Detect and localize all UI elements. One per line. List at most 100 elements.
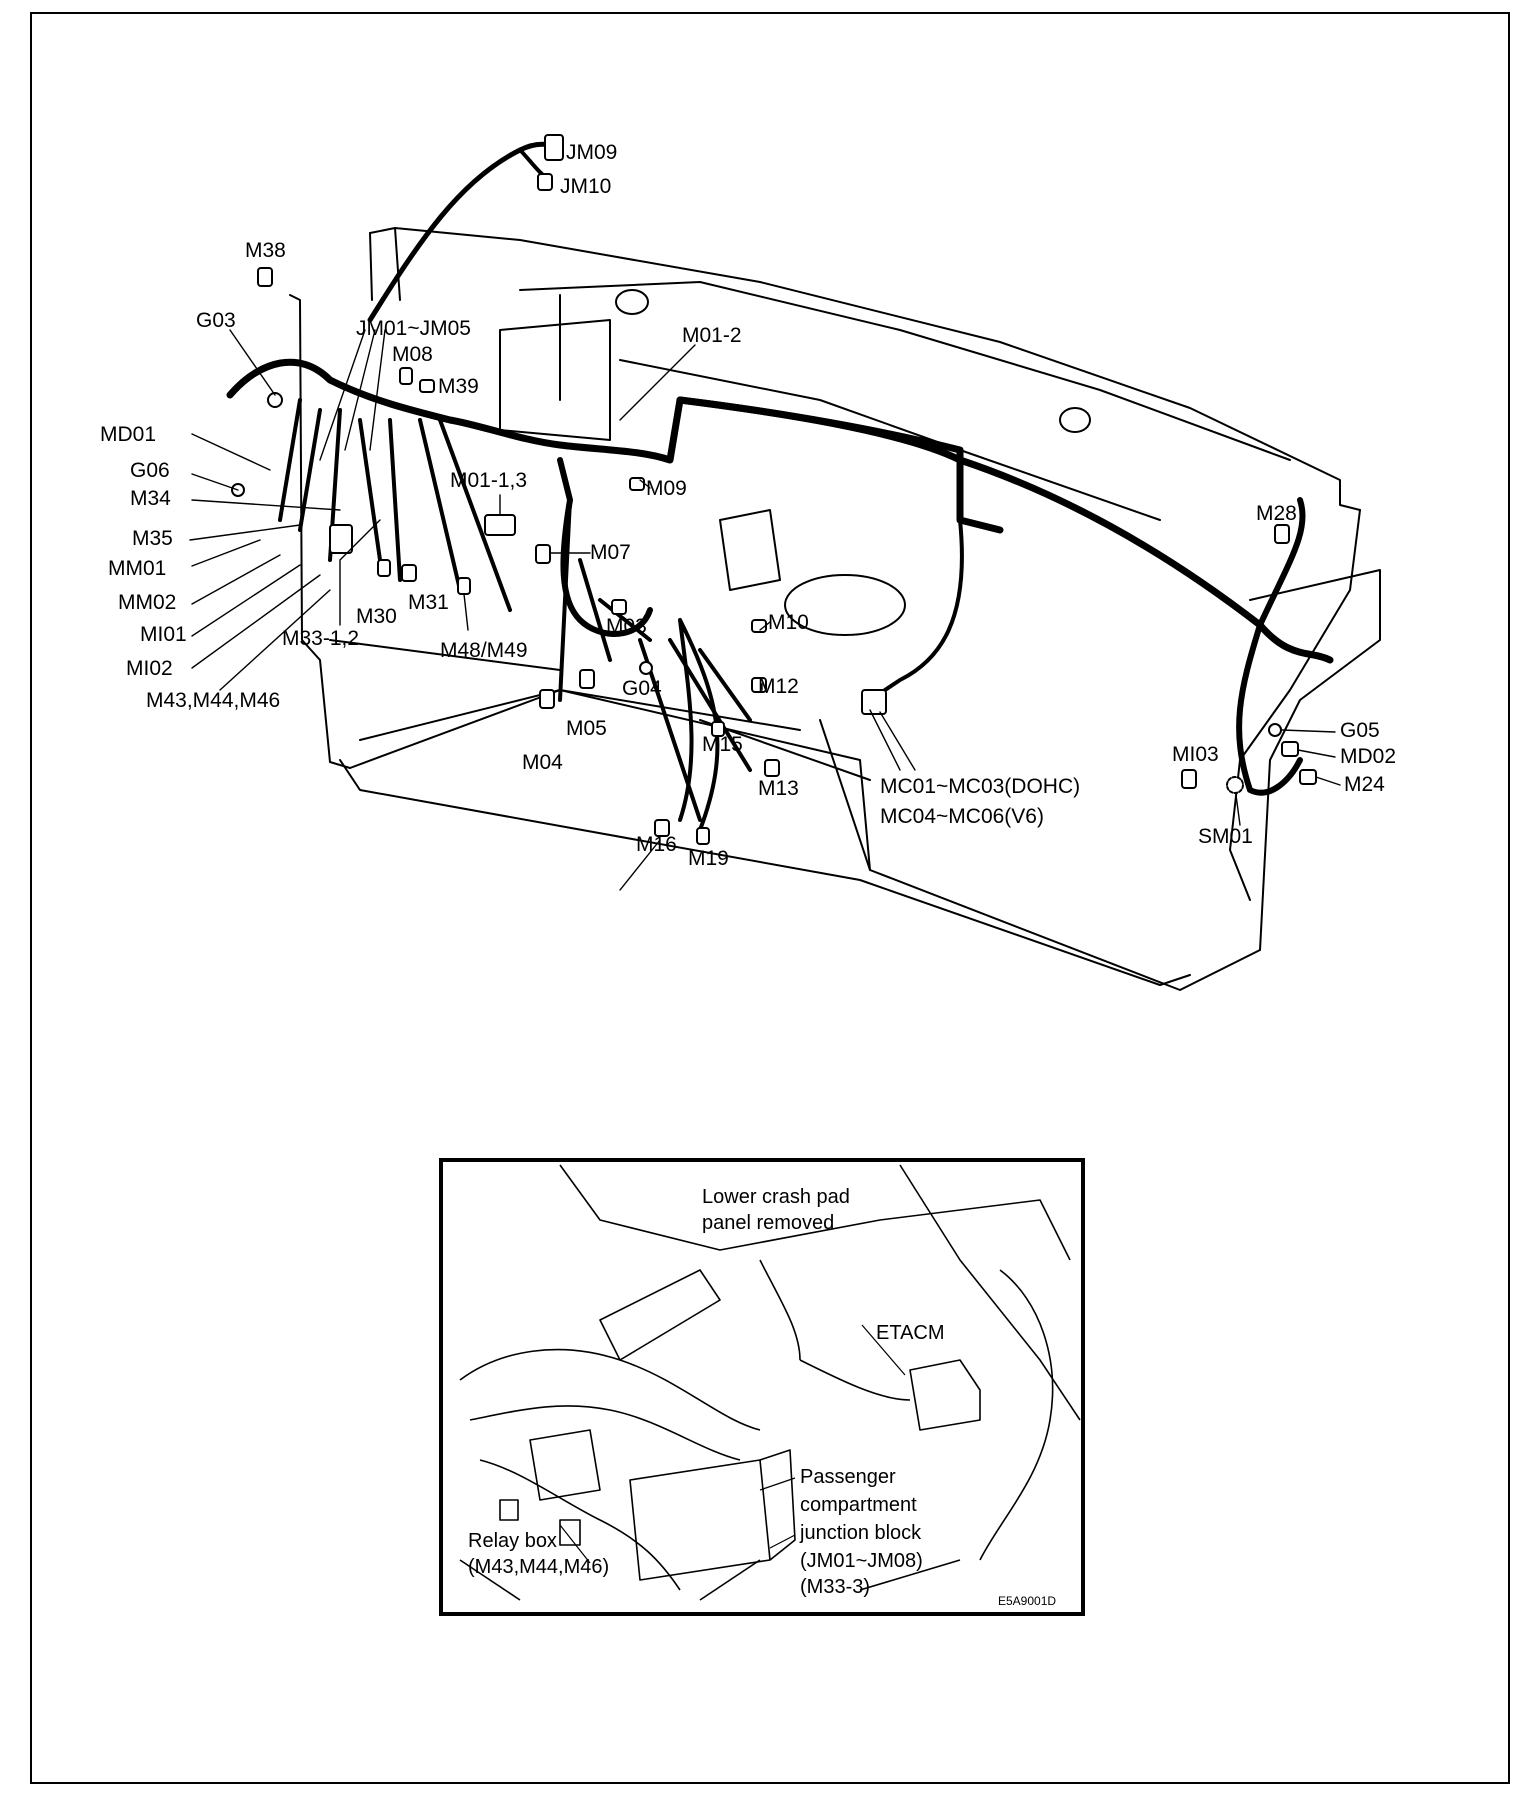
dash-panel-console [359, 689, 871, 871]
leader-sm01 [1235, 794, 1241, 826]
leader-mm02 [191, 554, 281, 605]
label-m13: M13 [758, 777, 799, 800]
main-harness-trunk [226, 358, 1334, 664]
inset-bracket [599, 1269, 721, 1361]
harness-mc-lead [868, 518, 964, 702]
label-jm09: JM09 [566, 141, 618, 164]
inset-illustration [459, 1164, 1081, 1601]
label-g06: G06 [130, 459, 170, 482]
connector-m39 [419, 379, 435, 393]
leader-m35 [189, 524, 301, 541]
label-m01-1-3: M01-1,3 [450, 469, 528, 492]
connector-m31 [401, 564, 417, 582]
inset-label-pcjb-3: junction block [800, 1522, 922, 1544]
label-mi02: MI02 [126, 657, 173, 680]
leader-jm01 [319, 329, 386, 461]
connector-m15 [711, 721, 725, 737]
connector-m04 [539, 689, 555, 709]
dash-panel-right-end [1229, 509, 1361, 901]
connector-mi03 [1181, 769, 1197, 789]
firewall-top [519, 281, 1291, 461]
leader-m43 [219, 589, 331, 691]
leader-mi01 [191, 564, 301, 637]
label-mi03: MI03 [1172, 743, 1219, 766]
label-m01-2: M01-2 [682, 324, 742, 347]
label-g03: G03 [196, 309, 236, 332]
label-md02: MD02 [1340, 745, 1397, 768]
connector-m13 [764, 759, 780, 777]
leader-m16 [619, 839, 661, 891]
inset-lower-lines [459, 1559, 961, 1601]
connector-jm09 [544, 134, 564, 161]
connector-m03 [611, 599, 627, 615]
inset-wiring-a [459, 1348, 761, 1431]
inset-crash-pad-panel [559, 1164, 1071, 1261]
label-m38: M38 [245, 239, 286, 262]
harness-jm09-lead [367, 141, 563, 323]
label-m35: M35 [132, 527, 173, 550]
dash-panel-front-face [289, 294, 351, 769]
label-m09: M09 [646, 477, 687, 500]
connector-m19 [696, 827, 710, 845]
leader-md01 [191, 433, 271, 471]
leader-m24 [1315, 776, 1341, 786]
leader-g03 [229, 329, 276, 396]
connector-m16 [654, 819, 670, 837]
inset-label-crash-pad-1: Lower crash pad [702, 1186, 850, 1208]
label-g04: G04 [622, 677, 662, 700]
leader-mm01 [191, 539, 261, 567]
connector-m38 [257, 267, 273, 287]
inset-label-relay-1: Relay box [468, 1530, 557, 1552]
connector-m30 [377, 559, 391, 577]
harness-right-end [1236, 497, 1306, 796]
ground-g04 [639, 661, 653, 675]
inset-leaders [559, 1324, 906, 1564]
leader-m01-2 [619, 344, 696, 421]
inset-photo-box [439, 1158, 1085, 1616]
harness-center-bundle [558, 498, 752, 822]
connector-m09 [629, 477, 645, 491]
inset-wiring-c [479, 1459, 681, 1591]
leader-mc [869, 709, 916, 771]
inset-jb-side [759, 1449, 796, 1561]
connector-m33 [329, 524, 353, 554]
label-m03: M03 [606, 615, 647, 638]
harness-center-drop [557, 457, 653, 637]
leader-md02 [1297, 749, 1336, 758]
label-m48-m49: M48/M49 [440, 639, 528, 662]
dash-hole-right [1059, 407, 1091, 433]
inset-label-pcjb-1: Passenger [800, 1466, 896, 1488]
label-mm01: MM01 [108, 557, 167, 580]
label-m33-1-2: M33-1,2 [282, 627, 360, 650]
label-mi01: MI01 [140, 623, 187, 646]
connector-m08 [399, 367, 413, 385]
leader-m10 [759, 621, 771, 631]
label-sm01: SM01 [1198, 825, 1253, 848]
label-m39: M39 [438, 375, 479, 398]
label-m28: M28 [1256, 502, 1297, 525]
heater-duct [719, 509, 781, 591]
label-jm10: JM10 [560, 175, 612, 198]
inset-etacm-module [909, 1359, 981, 1431]
leader-mi02 [191, 574, 321, 669]
dash-panel-cowl [369, 227, 401, 301]
label-m10: M10 [768, 611, 809, 634]
firewall-inner [559, 294, 1161, 521]
leader-m34 [191, 499, 341, 511]
connector-mc-group [861, 689, 887, 715]
inset-connectors [499, 1499, 581, 1546]
label-m34: M34 [130, 487, 171, 510]
leader-g06 [191, 473, 239, 491]
dash-hole-left [615, 289, 649, 315]
connector-jm10 [537, 173, 553, 191]
connector-m28 [1274, 524, 1290, 544]
dash-panel-top-edge [369, 227, 1361, 511]
label-m19: M19 [688, 847, 729, 870]
label-m24: M24 [1344, 773, 1385, 796]
inset-figure-code: E5A9001D [998, 1594, 1057, 1608]
label-m12: M12 [758, 675, 799, 698]
label-m30: M30 [356, 605, 397, 628]
label-m31: M31 [408, 591, 449, 614]
center-vent [499, 319, 611, 441]
